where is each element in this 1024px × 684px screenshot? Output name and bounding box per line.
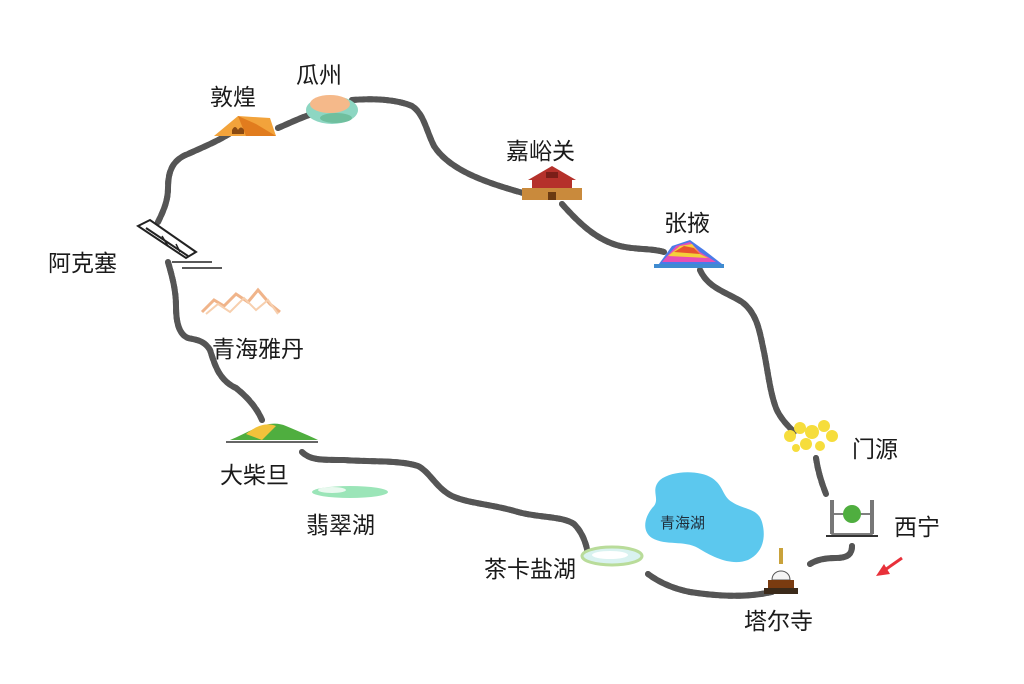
salt-lake-icon — [580, 545, 644, 567]
label-dunhuang: 敦煌 — [210, 85, 256, 111]
label-jiayuguan: 嘉峪关 — [506, 139, 575, 165]
qinghai-lake — [645, 472, 764, 563]
camel-dune-icon — [214, 116, 276, 136]
label-chaka: 茶卡盐湖 — [484, 557, 576, 583]
fortress-gate-icon — [522, 166, 582, 200]
route-line — [155, 99, 855, 596]
stupa-icon — [764, 548, 798, 594]
label-menyuan: 门源 — [852, 437, 898, 463]
rainbow-mountain-icon — [654, 240, 724, 268]
label-feicui: 翡翠湖 — [306, 513, 375, 539]
label-guazhou: 瓜州 — [296, 63, 342, 89]
green-hills-icon — [226, 423, 318, 443]
label-xining: 西宁 — [894, 515, 940, 541]
mosque-icon — [826, 500, 878, 537]
melon-icon — [306, 95, 358, 124]
railway-bridge-icon — [136, 218, 222, 269]
label-aksay: 阿克塞 — [48, 251, 117, 277]
rapeseed-flowers-icon — [784, 420, 838, 452]
label-taersi: 塔尔寺 — [744, 609, 813, 635]
label-dachaidan: 大柴旦 — [220, 463, 289, 489]
start-arrow-icon — [876, 556, 903, 576]
label-qinghai-lake: 青海湖 — [660, 514, 706, 532]
label-zhangye: 张掖 — [664, 211, 710, 237]
emerald-lake-icon — [312, 486, 388, 498]
label-yadan: 青海雅丹 — [212, 337, 304, 363]
yardang-icon — [200, 287, 281, 315]
